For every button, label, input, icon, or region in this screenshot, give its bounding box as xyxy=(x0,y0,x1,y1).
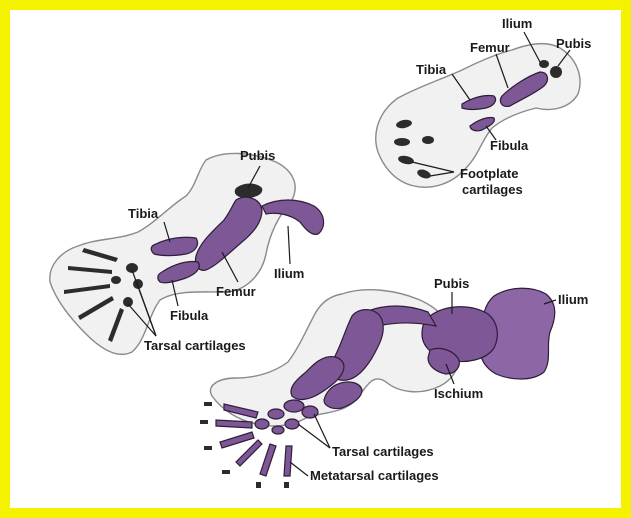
label-ilium-large: Ilium xyxy=(558,292,588,307)
label-fibula-middle: Fibula xyxy=(170,308,209,323)
label-tarsal-large: Tarsal cartilages xyxy=(332,444,434,459)
label-fibula-small: Fibula xyxy=(490,138,529,153)
pubis-cartilage-small xyxy=(550,66,562,78)
footplate-cartilage xyxy=(394,138,410,146)
leader-line xyxy=(290,462,308,476)
metatarsal-cartilage xyxy=(216,420,252,428)
tarsal-cartilage xyxy=(272,426,284,434)
label-footplate-line2: cartilages xyxy=(462,182,523,197)
label-pubis-middle: Pubis xyxy=(240,148,275,163)
metatarsal-cartilage xyxy=(236,440,262,466)
label-metatarsal-large: Metatarsal cartilages xyxy=(310,468,439,483)
label-ischium-large: Ischium xyxy=(434,386,483,401)
phalanx-cartilage xyxy=(204,402,212,406)
phalanx-cartilage xyxy=(222,470,230,474)
phalanx-cartilage xyxy=(204,446,212,450)
label-tarsal-middle: Tarsal cartilages xyxy=(144,338,246,353)
limb-stage-middle: Pubis Tibia Ilium Femur Fibula Tarsal ca… xyxy=(50,148,324,354)
label-pubis-small: Pubis xyxy=(556,36,591,51)
label-ilium-middle: Ilium xyxy=(274,266,304,281)
ilium-cartilage-small xyxy=(539,60,549,68)
leader-line xyxy=(298,424,330,448)
label-femur-middle: Femur xyxy=(216,284,256,299)
tarsal-cartilage xyxy=(284,400,304,412)
label-tibia-middle: Tibia xyxy=(128,206,159,221)
metatarsal-cartilage xyxy=(284,446,292,476)
tarsal-cartilage xyxy=(268,409,284,419)
label-femur-small: Femur xyxy=(470,40,510,55)
tarsal-cartilage xyxy=(255,419,269,429)
phalanx-cartilage xyxy=(256,482,261,488)
leader-line xyxy=(288,226,290,264)
tarsal-cartilage xyxy=(123,297,133,307)
footplate-cartilage xyxy=(422,136,434,144)
label-footplate-line1: Footplate xyxy=(460,166,519,181)
tarsal-cartilage xyxy=(285,419,299,429)
tarsal-cartilage xyxy=(111,276,121,284)
phalanx-cartilage xyxy=(200,420,208,424)
label-tibia-small: Tibia xyxy=(416,62,447,77)
label-ilium-small: Ilium xyxy=(502,16,532,31)
phalanx-cartilage xyxy=(284,482,289,488)
limb-stage-large: Pubis Ilium Ischium Tarsal cartilages Me… xyxy=(200,276,588,488)
limb-stage-small: Ilium Pubis Femur Tibia Fibula Footplate… xyxy=(376,16,592,197)
label-pubis-large: Pubis xyxy=(434,276,469,291)
metatarsal-cartilage xyxy=(260,444,276,476)
metatarsal-cartilage xyxy=(220,432,254,448)
leader-line xyxy=(314,414,330,448)
